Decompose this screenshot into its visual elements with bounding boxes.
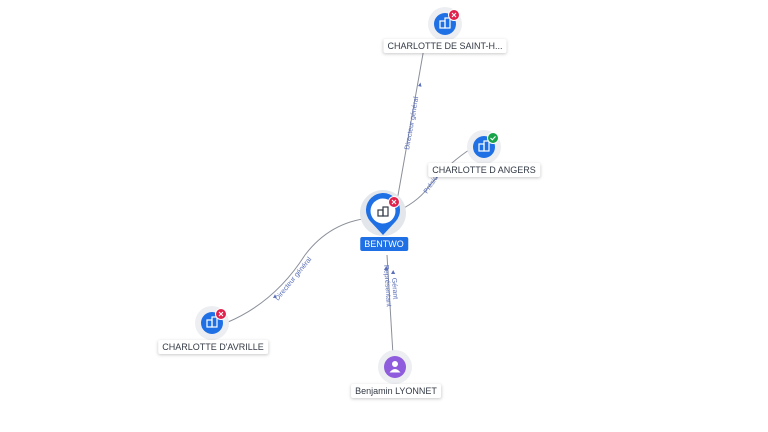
company-label-center[interactable]: BENTWO [360, 237, 408, 251]
company-label-right[interactable]: CHARLOTTE D ANGERS [428, 163, 540, 177]
building-icon [478, 140, 490, 152]
building-icon [377, 206, 389, 217]
edge-arrow-bottom-1 [384, 266, 389, 270]
edge-center-bottom[interactable] [386, 254, 394, 356]
edge-label-bottom-1: Gérant [390, 278, 398, 300]
edge-label-left: Directeur général [274, 256, 314, 302]
edge-center-right[interactable] [399, 147, 473, 211]
person-label-bottom[interactable]: Benjamin LYONNET [351, 384, 441, 398]
company-node-left[interactable] [195, 306, 229, 340]
edge-label-top: Directeur général [404, 96, 420, 151]
center-company-node[interactable] [360, 190, 406, 236]
company-node-right[interactable] [467, 130, 501, 164]
company-node-top[interactable] [428, 7, 462, 41]
person-icon [389, 361, 401, 373]
company-label-top[interactable]: CHARLOTTE DE SAINT-H... [383, 39, 507, 53]
edge-center-left[interactable] [227, 217, 371, 323]
edge-arrow-left [273, 294, 277, 298]
building-icon [439, 17, 451, 29]
building-icon [206, 316, 218, 328]
status-active-icon [487, 132, 499, 144]
person-node-bottom[interactable] [378, 350, 412, 384]
edge-arrow-top [418, 82, 422, 87]
company-label-left[interactable]: CHARLOTTE D'AVRILLE [158, 340, 268, 354]
edge-center-top[interactable] [396, 47, 425, 202]
edge-label-bottom-2: Représentant [382, 265, 392, 307]
edge-arrow-bottom-2 [391, 270, 396, 274]
